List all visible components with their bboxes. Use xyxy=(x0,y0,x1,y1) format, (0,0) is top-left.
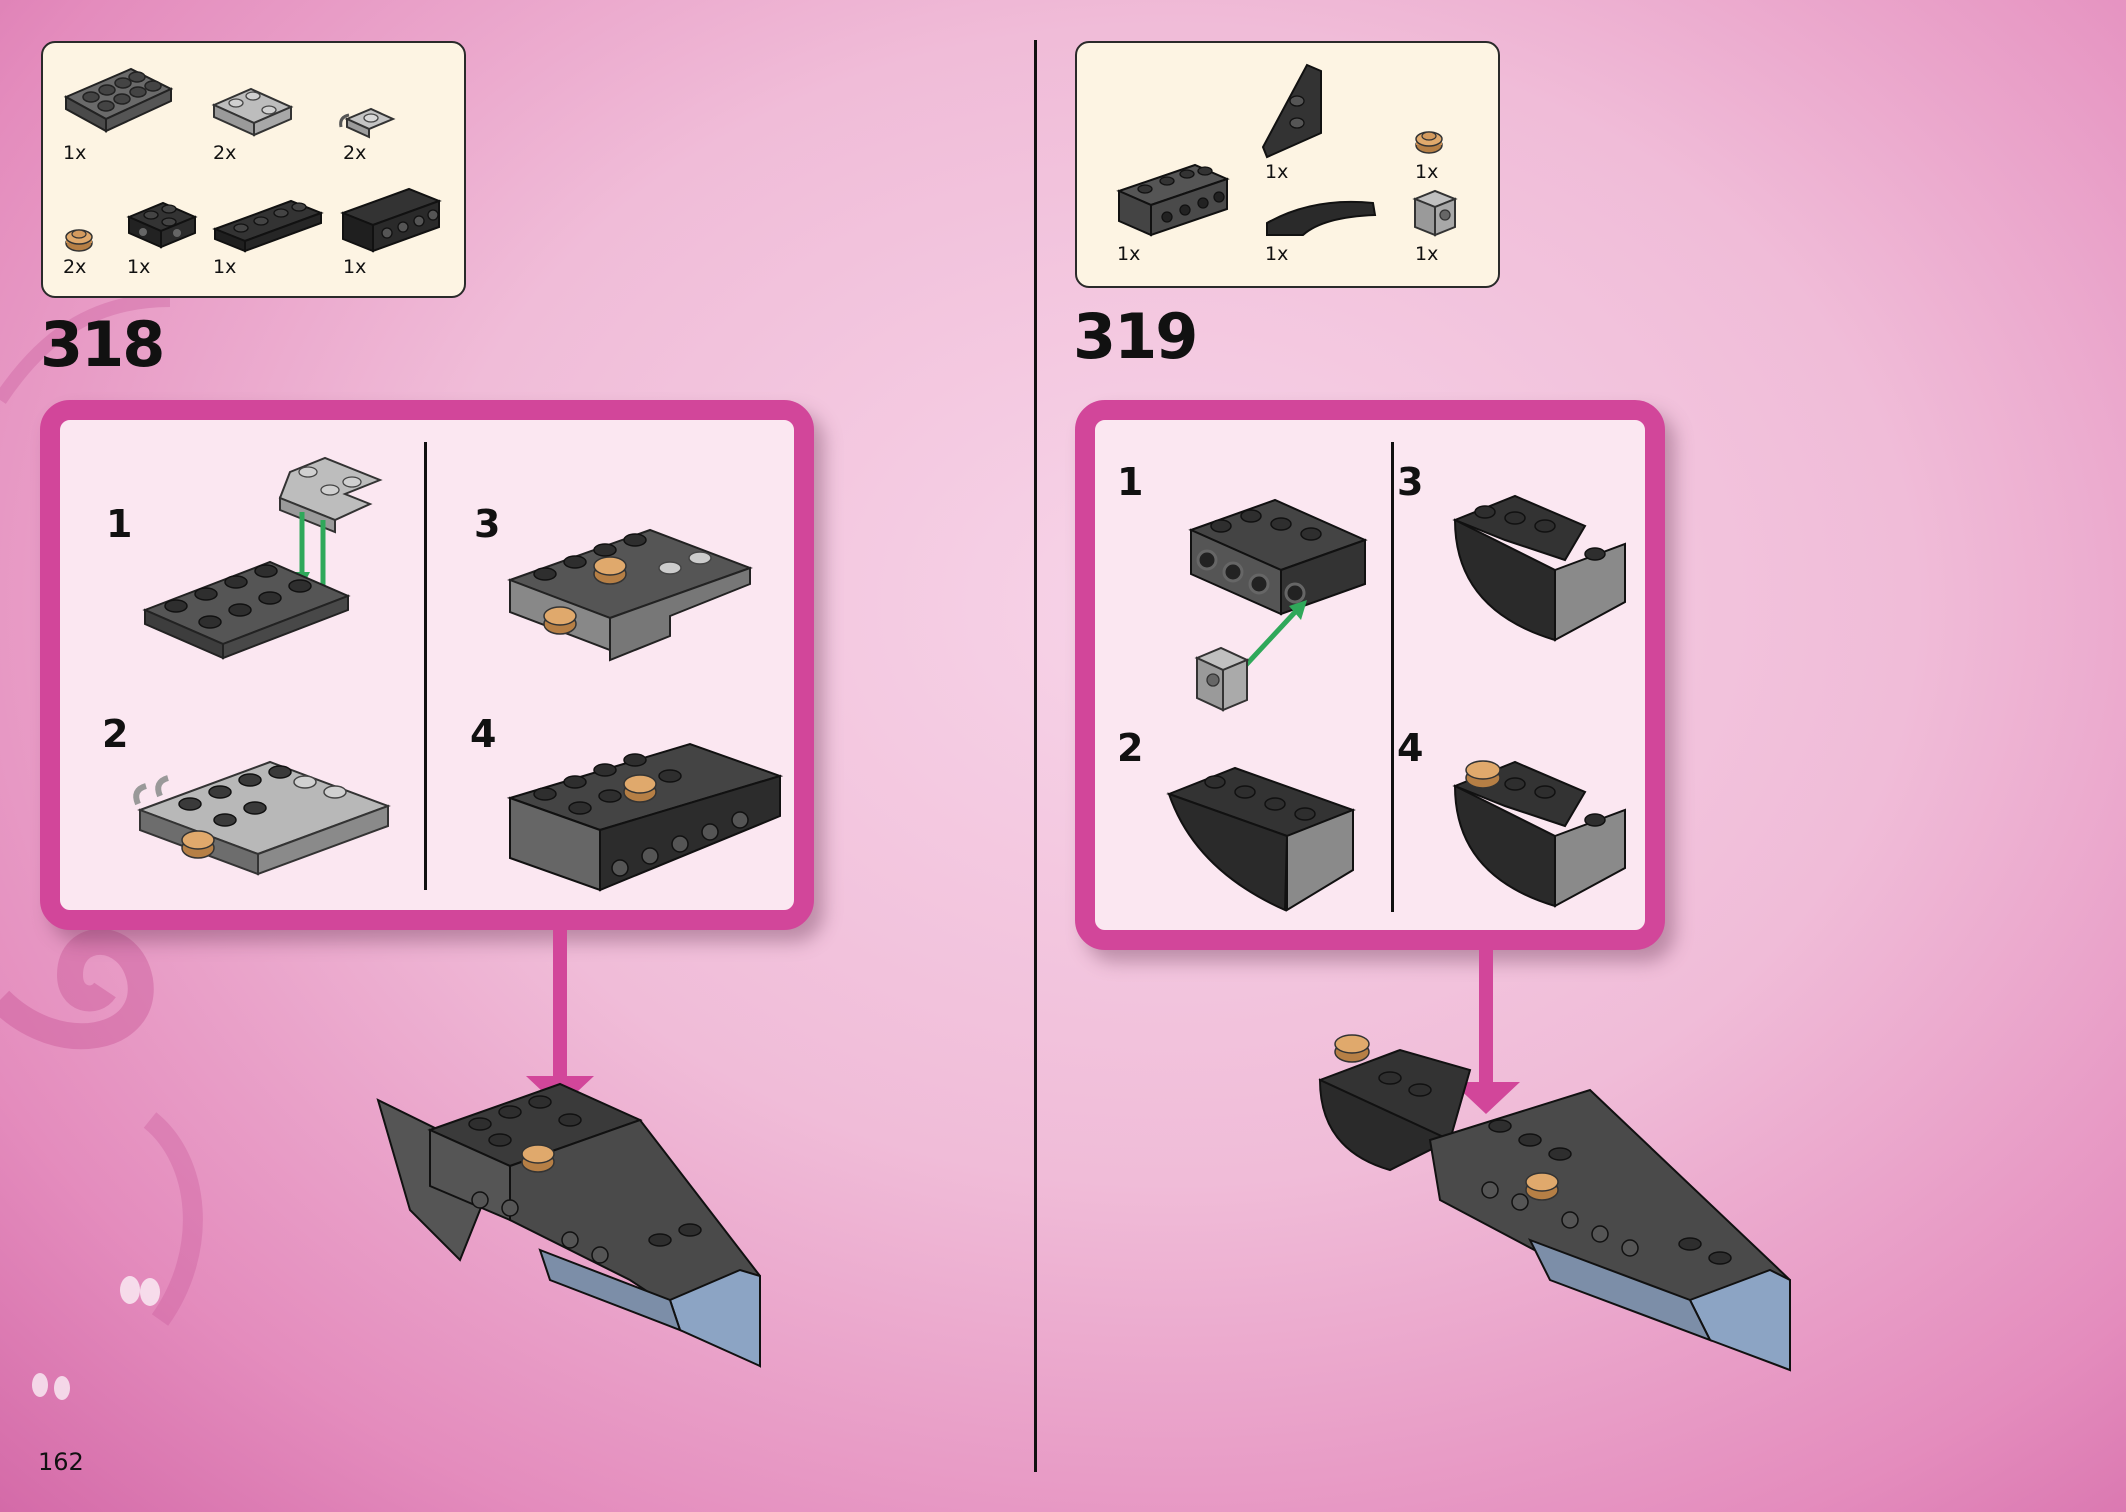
part-qty: 2x xyxy=(63,256,87,278)
dark-gray-brick-1x4-studs-side-icon xyxy=(1116,163,1230,237)
black-bracket-icon xyxy=(126,201,198,249)
part-qty: 1x xyxy=(1265,243,1289,265)
substep-number: 4 xyxy=(470,712,497,756)
substep-number: 2 xyxy=(1117,726,1144,770)
parts-list-319: 1x 1x 1x 1x 1x xyxy=(1075,41,1500,288)
substep-2-illustration xyxy=(133,760,391,876)
part-qty: 1x xyxy=(63,142,87,164)
substep-number: 3 xyxy=(1397,460,1424,504)
part-qty: 1x xyxy=(1415,161,1439,183)
part-qty: 1x xyxy=(1415,243,1439,265)
dark-gray-plate-2x4-icon xyxy=(63,67,174,133)
light-gray-brick-stud-side-icon xyxy=(1412,189,1458,237)
black-curved-slope-icon xyxy=(1266,200,1377,236)
parts-list-318: 1x 2x 2x 2x 1x 1x xyxy=(41,41,466,298)
substep-number: 2 xyxy=(102,712,129,756)
part-qty: 1x xyxy=(1117,243,1141,265)
substep-2-illustration xyxy=(1166,766,1356,912)
part-qty: 2x xyxy=(213,142,237,164)
light-gray-plate-corner-icon xyxy=(211,87,294,137)
step-panel-319: 1 2 3 4 xyxy=(1075,400,1665,950)
step-panel-318: 1 2 3 4 xyxy=(40,400,814,930)
part-qty: 2x xyxy=(343,142,367,164)
step-319-result-illustration xyxy=(1318,1034,1791,1372)
substep-4-illustration xyxy=(1452,760,1626,908)
substep-3-illustration xyxy=(1452,494,1626,642)
black-wedge-plate-icon xyxy=(1261,63,1322,159)
tan-round-plate-icon xyxy=(65,229,93,252)
black-brick-studs-side-icon xyxy=(340,187,442,253)
black-plate-1x4-icon xyxy=(212,199,324,253)
substep-number: 1 xyxy=(1117,460,1144,504)
substep-1-illustration xyxy=(142,456,383,660)
down-arrow-icon xyxy=(1452,950,1520,1114)
tan-round-plate-icon xyxy=(1415,131,1443,154)
substep-3-illustration xyxy=(507,528,753,662)
substep-number: 4 xyxy=(1397,726,1424,770)
page-number: 162 xyxy=(38,1448,84,1476)
substep-1-illustration xyxy=(1188,498,1368,712)
step-318-result-illustration xyxy=(376,1082,761,1368)
part-qty: 1x xyxy=(213,256,237,278)
light-gray-clip-plate-icon xyxy=(339,107,396,139)
part-qty: 1x xyxy=(127,256,151,278)
part-qty: 1x xyxy=(343,256,367,278)
part-qty: 1x xyxy=(1265,161,1289,183)
substep-4-illustration xyxy=(506,742,784,892)
page-center-divider xyxy=(1034,40,1037,1472)
substep-divider xyxy=(1391,442,1394,912)
step-number-319: 319 xyxy=(1073,300,1198,373)
substep-divider xyxy=(424,442,427,890)
step-number-318: 318 xyxy=(40,308,165,381)
substep-number: 1 xyxy=(106,502,133,546)
substep-number: 3 xyxy=(474,502,501,546)
